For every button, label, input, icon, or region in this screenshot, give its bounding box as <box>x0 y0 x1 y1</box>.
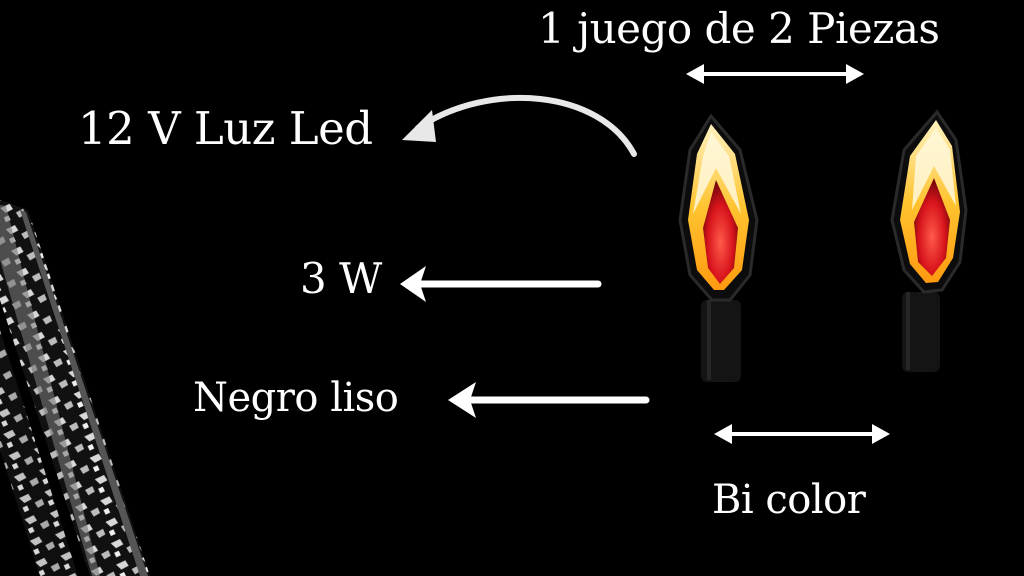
finish-label: Negro liso <box>193 375 399 421</box>
curved-arrow-icon <box>402 94 637 157</box>
turn-signal-light <box>890 109 968 372</box>
double-arrow-icon <box>686 64 864 84</box>
turn-signal-light <box>678 113 759 382</box>
pack-quantity-label: 1 juego de 2 Piezas <box>538 4 940 53</box>
double-arrow-icon <box>714 424 890 444</box>
bicolor-label: Bi color <box>712 477 866 523</box>
left-arrow-icon <box>448 382 650 418</box>
voltage-label: 12 V Luz Led <box>78 102 373 155</box>
left-arrow-icon <box>400 266 602 302</box>
power-label: 3 W <box>300 254 382 303</box>
tire-tread <box>0 200 150 576</box>
